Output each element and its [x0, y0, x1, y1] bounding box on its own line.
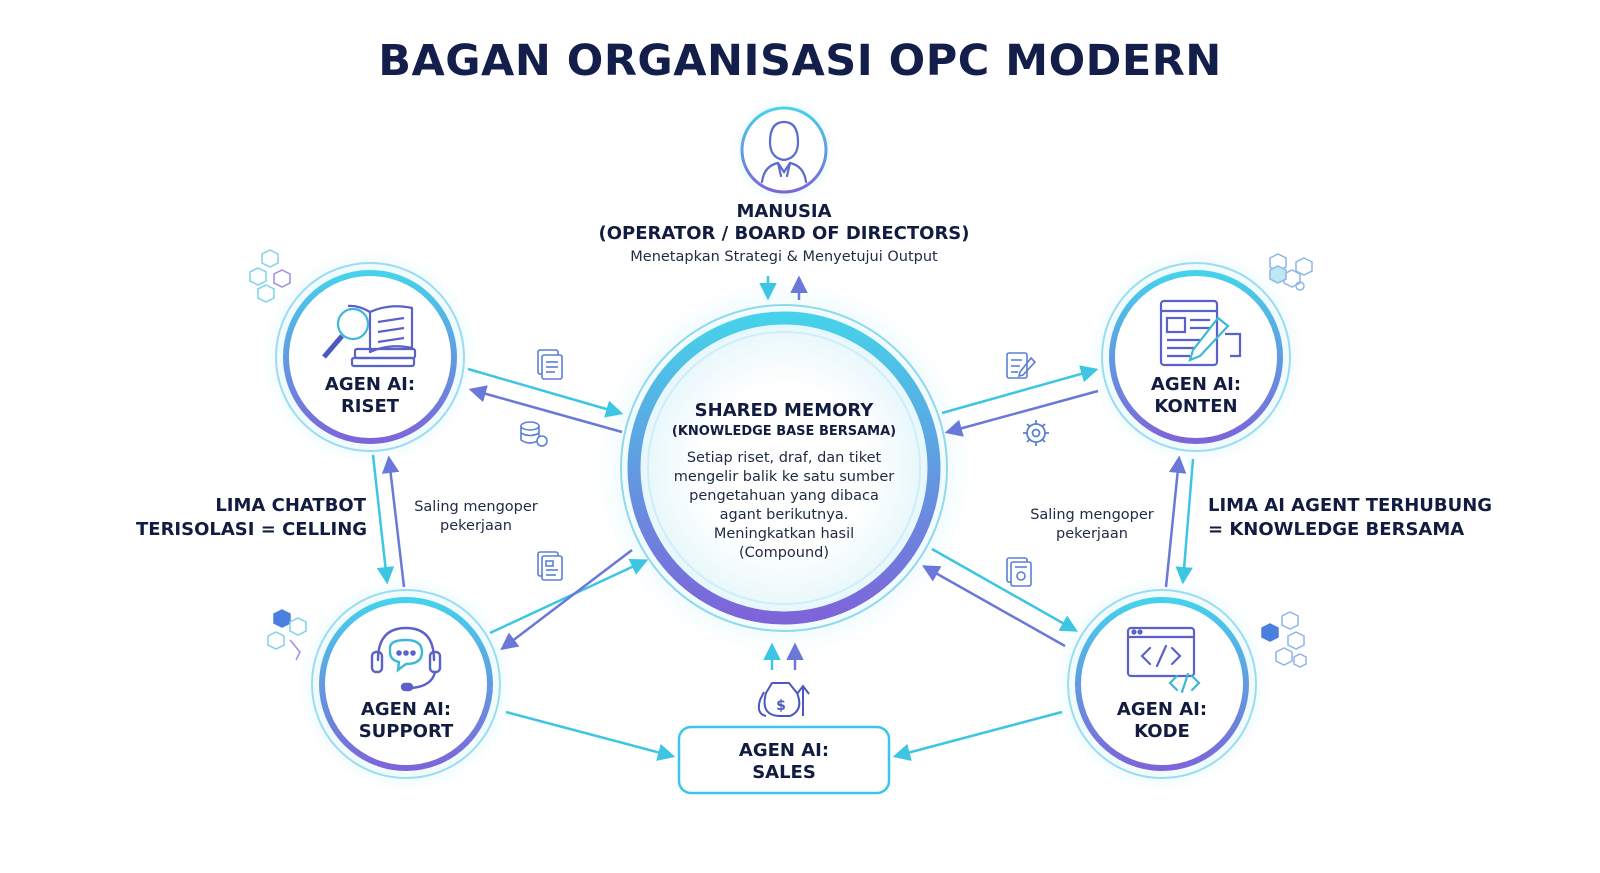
shared-memory-title: SHARED MEMORY: [694, 400, 874, 421]
shared-memory-subtitle: (KNOWLEDGE BASE BERSAMA): [671, 424, 897, 439]
agent-riset-label: AGEN AI: RISET: [324, 374, 416, 417]
database-icon: [520, 421, 548, 447]
money-bag-icon: $: [757, 682, 810, 717]
hexagon-decoration-icon: [1269, 253, 1313, 291]
hexagon-decoration-icon: [1261, 611, 1307, 668]
page-title: BAGAN ORGANISASI OPC MODERN: [378, 36, 1222, 86]
left-note: LIMA CHATBOT TERISOLASI = CELLING: [136, 495, 368, 540]
human-node: [732, 98, 836, 202]
human-label: MANUSIA (OPERATOR / BOARD OF DIRECTORS) …: [584, 201, 984, 267]
hexagon-decoration-icon: [267, 609, 307, 661]
human-name: MANUSIA: [736, 201, 832, 222]
human-desc: Menetapkan Strategi & Menyetujui Output: [630, 249, 938, 265]
headset-icon: [370, 626, 442, 692]
gear-icon: [1023, 420, 1049, 446]
svg-text:$: $: [776, 698, 786, 714]
shared-memory-desc: Setiap riset, draf, dan tiket mengelir b…: [673, 450, 895, 561]
document-edit-icon: [1006, 352, 1037, 379]
code-window-icon: [1126, 626, 1201, 694]
right-note: LIMA AI AGENT TERHUBUNG = KNOWLEDGE BERS…: [1208, 495, 1493, 540]
content-writing-icon: [1159, 299, 1242, 367]
research-book-icon: [322, 304, 417, 368]
handoff-label-right: Saling mengoper pekerjaan: [1030, 507, 1154, 542]
user-icon: [760, 120, 808, 184]
agent-support-label: AGEN AI: SUPPORT: [358, 699, 454, 742]
agent-kode-label: AGEN AI: KODE: [1116, 699, 1208, 742]
agent-kode-node: [1054, 576, 1270, 792]
shared-memory-label: SHARED MEMORY (KNOWLEDGE BASE BERSAMA) S…: [634, 400, 934, 563]
document-settings-icon: [1006, 557, 1032, 587]
agent-sales-label: AGEN AI: SALES: [738, 740, 830, 783]
hexagon-decoration-icon: [249, 249, 291, 303]
document-icon-riset: [537, 349, 563, 380]
connector-arrows: [371, 275, 1195, 761]
document-icon-support: [537, 551, 563, 581]
human-role: (OPERATOR / BOARD OF DIRECTORS): [598, 223, 970, 244]
handoff-label-left: Saling mengoper pekerjaan: [414, 499, 538, 534]
shared-memory-node: [596, 280, 972, 656]
agent-sales-node: [677, 725, 891, 795]
agent-konten-label: AGEN AI: KONTEN: [1150, 374, 1242, 417]
